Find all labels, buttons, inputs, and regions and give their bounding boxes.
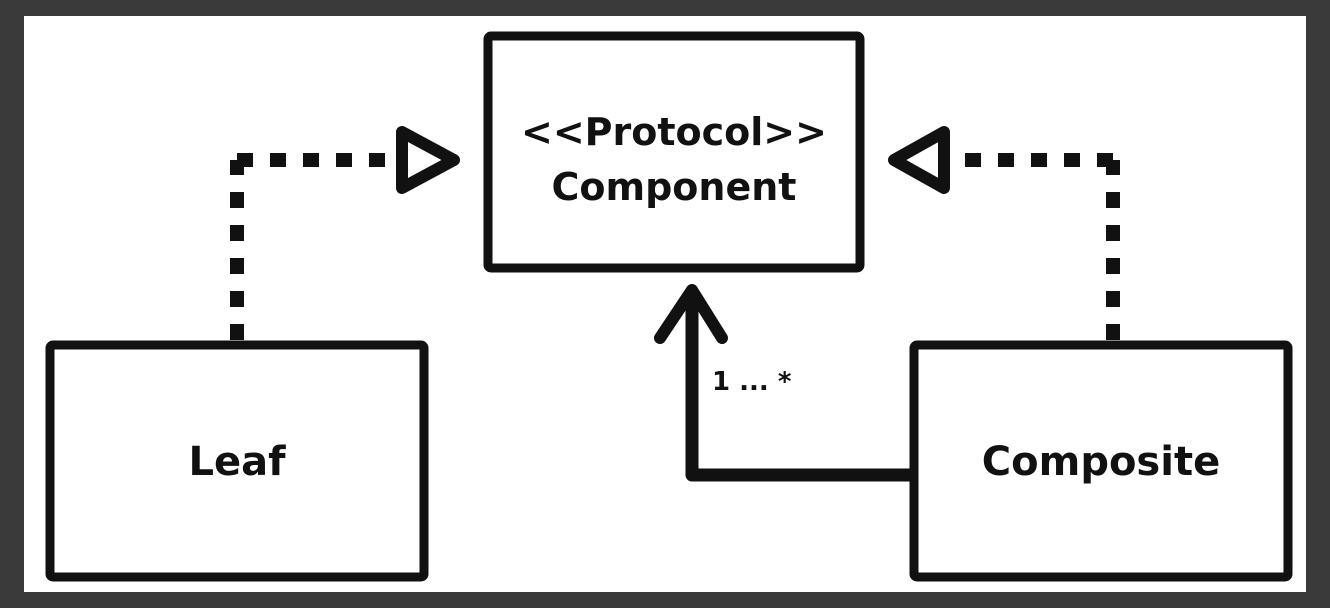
- leaf-box: Leaf: [45, 340, 429, 582]
- association-arrowhead-icon: [654, 284, 728, 344]
- leaf-realization-connector: [230, 126, 460, 340]
- realization-arrowhead-icon: [888, 126, 950, 194]
- composite-realization-connector: [888, 126, 1120, 340]
- component-box: <<Protocol>> Component: [483, 31, 865, 273]
- composite-box: Composite: [909, 340, 1293, 582]
- realization-arrowhead-icon: [396, 126, 460, 194]
- composite-name: Composite: [982, 439, 1220, 485]
- multiplicity-label: 1 ... *: [712, 367, 792, 397]
- leaf-name: Leaf: [188, 439, 286, 485]
- component-stereotype: <<Protocol>>: [521, 110, 827, 154]
- composite-children-association: 1 ... *: [654, 284, 919, 482]
- component-name: Component: [552, 165, 797, 209]
